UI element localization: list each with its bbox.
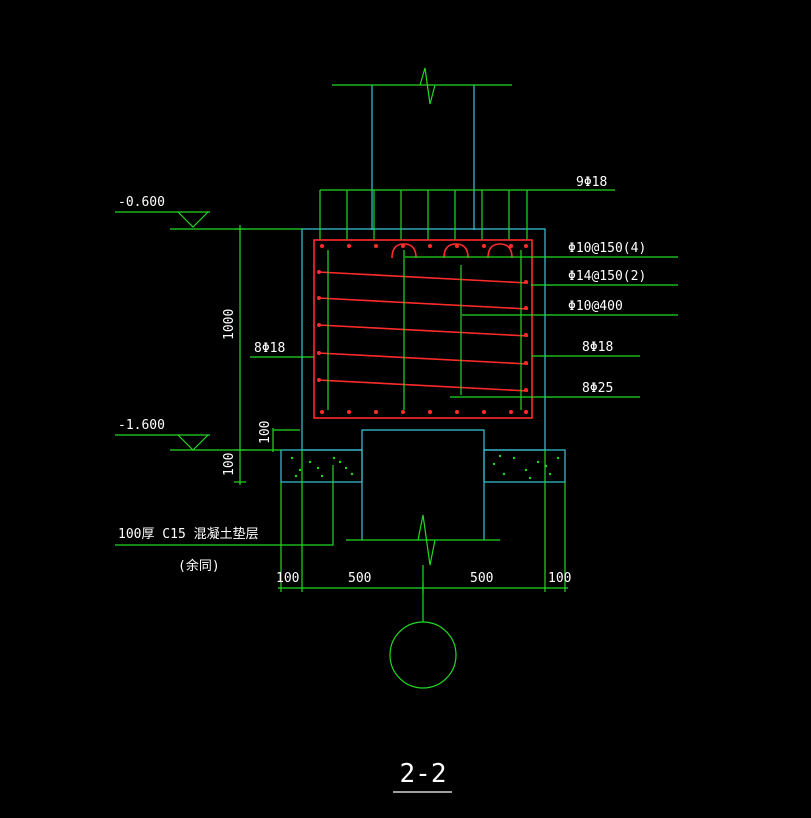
hatch-dot-4 xyxy=(332,456,336,460)
hatch-dot-11 xyxy=(502,472,506,476)
dim-bottom-edge-right: 100 xyxy=(548,571,571,586)
bar-dot-26 xyxy=(317,378,321,382)
hatch-dot-17 xyxy=(498,454,502,458)
label-inner-ties: Φ10@400 xyxy=(568,299,623,314)
dim-pad-label: 100 xyxy=(222,453,237,476)
hatch-dot-10 xyxy=(492,462,496,466)
bar-dot-10 xyxy=(455,244,459,248)
label-side-left: 8Φ18 xyxy=(254,341,285,356)
bar-dot-12 xyxy=(482,244,486,248)
hatch-dot-6 xyxy=(350,472,354,476)
bar-dot-25 xyxy=(524,361,528,365)
hatch-dot-7 xyxy=(294,474,298,478)
dim-step-label: 100 xyxy=(258,421,273,444)
tie-4 xyxy=(317,379,529,392)
tie-2 xyxy=(317,324,529,337)
pile-below xyxy=(346,514,500,689)
bar-dot-20 xyxy=(317,296,321,300)
label-ties: Φ14@150(2) xyxy=(568,269,646,284)
pad-hatch xyxy=(290,454,560,480)
bar-dot-0 xyxy=(320,244,324,248)
hatch-dot-0 xyxy=(290,456,294,460)
elevation-bottom xyxy=(115,434,281,451)
hatch-dot-16 xyxy=(556,456,560,460)
hatch-dot-3 xyxy=(320,474,324,478)
hatch-dot-8 xyxy=(316,466,320,470)
hatch-dot-13 xyxy=(524,468,528,472)
section-title: 2-2 xyxy=(400,759,447,789)
bar-dot-7 xyxy=(401,410,405,414)
leaders xyxy=(115,189,678,546)
bar-dot-5 xyxy=(374,410,378,414)
rebar-cage xyxy=(313,239,533,419)
elevation-top xyxy=(115,211,302,230)
elev-bottom-label: -1.600 xyxy=(118,418,165,433)
bar-dot-9 xyxy=(428,410,432,414)
bar-dot-19 xyxy=(524,280,528,284)
dim-bottom-half-right: 500 xyxy=(470,571,493,586)
cap-outline xyxy=(301,228,546,540)
bar-dot-24 xyxy=(317,351,321,355)
bar-dot-2 xyxy=(347,244,351,248)
bar-dot-27 xyxy=(524,388,528,392)
cage-verticals xyxy=(327,250,522,410)
hook-right xyxy=(487,243,513,259)
hook-left xyxy=(391,243,417,259)
hatch-dot-18 xyxy=(528,476,532,480)
tie-3 xyxy=(317,352,529,365)
tie-0 xyxy=(317,271,529,284)
bar-dot-18 xyxy=(317,270,321,274)
rebar-ties xyxy=(317,271,529,392)
dim-bottom-half-left: 500 xyxy=(348,571,371,586)
top-dowels xyxy=(319,189,528,240)
bar-dot-21 xyxy=(524,306,528,310)
hatch-dot-14 xyxy=(536,460,540,464)
elev-top-label: -0.600 xyxy=(118,195,165,210)
hatch-dot-2 xyxy=(308,460,312,464)
bar-dot-22 xyxy=(317,323,321,327)
dim-height-label: 1000 xyxy=(222,309,237,340)
bar-dot-6 xyxy=(401,244,405,248)
rebar-dots xyxy=(317,244,528,414)
bar-dot-14 xyxy=(509,244,513,248)
bar-dot-15 xyxy=(509,410,513,414)
hatch-dot-5 xyxy=(344,466,348,470)
dim-height xyxy=(234,225,246,485)
dim-bottom xyxy=(278,450,568,594)
hook-mid xyxy=(443,243,469,259)
label-stirrups: Φ10@150(4) xyxy=(568,241,646,256)
hatch-dot-1 xyxy=(298,468,302,472)
hatch-dot-12 xyxy=(512,456,516,460)
column-above xyxy=(332,67,512,230)
label-side-right: 8Φ18 xyxy=(582,340,613,355)
bar-dot-1 xyxy=(320,410,324,414)
bar-dot-13 xyxy=(482,410,486,414)
tie-1 xyxy=(317,297,529,310)
concrete-pad xyxy=(280,449,566,483)
pad-note-sub: (余同) xyxy=(178,558,220,574)
pile-circle xyxy=(389,621,457,689)
dim-step xyxy=(272,428,300,452)
bar-dot-8 xyxy=(428,244,432,248)
label-bottom-bars: 8Φ25 xyxy=(582,381,613,396)
pad-note: 100厚 C15 混凝土垫层 xyxy=(118,526,259,542)
bar-dot-11 xyxy=(455,410,459,414)
bar-dot-16 xyxy=(524,244,528,248)
hatch-dot-15 xyxy=(548,472,552,476)
bar-dot-23 xyxy=(524,333,528,337)
bar-dot-3 xyxy=(347,410,351,414)
hatch-dot-9 xyxy=(338,460,342,464)
dim-bottom-edge-left: 100 xyxy=(276,571,299,586)
bar-dot-4 xyxy=(374,244,378,248)
bar-dot-17 xyxy=(524,410,528,414)
label-top-bars: 9Φ18 xyxy=(576,175,607,190)
